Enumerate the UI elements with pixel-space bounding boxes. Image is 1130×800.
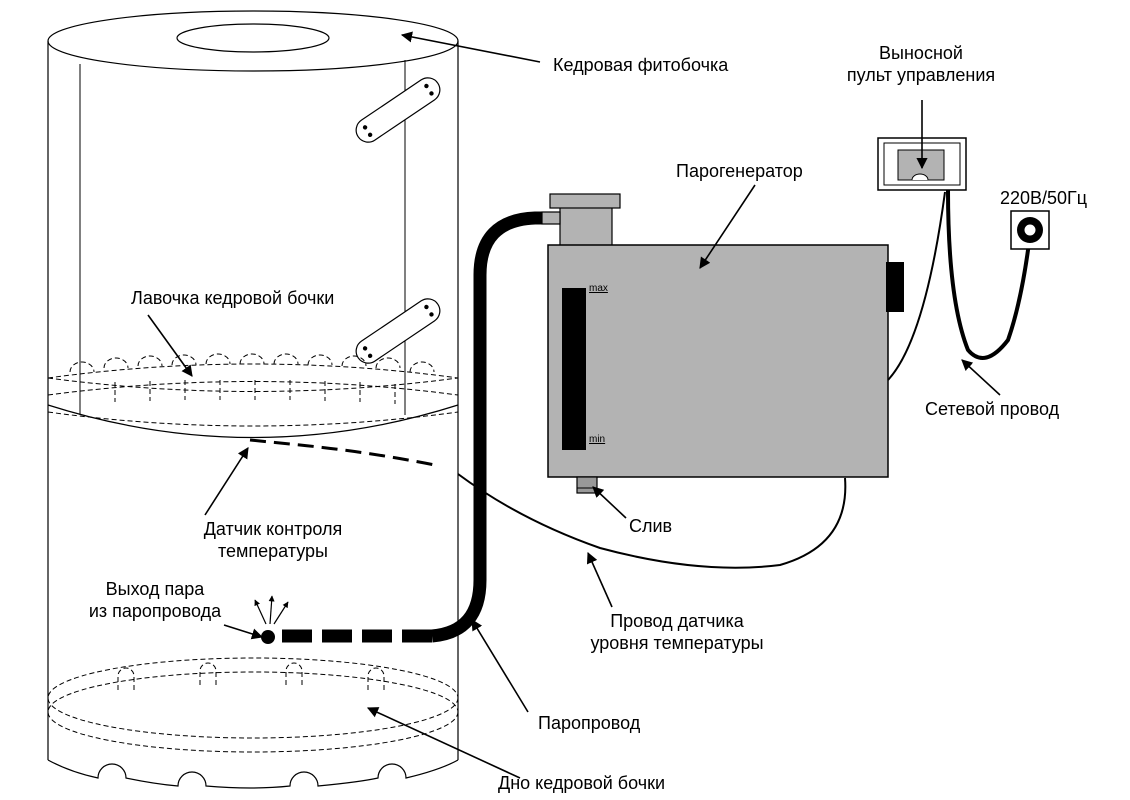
label-remote: Выносной пульт управления bbox=[836, 42, 1006, 86]
generator-body bbox=[547, 244, 889, 478]
arrow-barrel bbox=[400, 31, 541, 63]
barrel-top-rim bbox=[47, 10, 459, 72]
barrel-handle-lower bbox=[355, 298, 441, 364]
barrel-mid-edge bbox=[47, 404, 459, 439]
sensor-wire bbox=[457, 473, 847, 569]
generator-outlet-neck bbox=[559, 205, 613, 249]
steam-pipe bbox=[431, 211, 552, 643]
gauge-min-label: min bbox=[589, 434, 606, 445]
power-cord bbox=[946, 189, 1032, 360]
label-sensor: Датчик контроля температуры bbox=[178, 518, 368, 562]
drain-valve bbox=[576, 476, 598, 494]
arrow-sensor-wire bbox=[586, 551, 613, 608]
arrow-generator bbox=[699, 184, 756, 269]
label-sensor-wire-line1: Провод датчика bbox=[610, 611, 744, 631]
barrel-handle-upper bbox=[355, 77, 441, 143]
barrel-bottom-edge bbox=[47, 759, 459, 789]
label-power-spec: 220В/50Гц bbox=[1000, 188, 1088, 208]
label-steam-out: Выход пара из паропровода bbox=[70, 578, 240, 622]
label-steam-pipe: Паропровод bbox=[538, 713, 641, 733]
sensor-wire-dashed bbox=[249, 438, 441, 468]
arrow-steam-pipe bbox=[471, 619, 529, 713]
steam-outlet-dot bbox=[261, 630, 275, 644]
arrow-sensor bbox=[204, 447, 249, 516]
barrel-top-opening bbox=[176, 23, 330, 53]
label-bottom: Дно кедровой бочки bbox=[498, 773, 666, 793]
label-sensor-wire-line2: уровня температуры bbox=[590, 633, 764, 653]
label-steam-out-line1: Выход пара bbox=[105, 579, 205, 599]
generator-outlet-cap bbox=[549, 193, 621, 209]
label-steam-out-line2: из паропровода bbox=[88, 601, 222, 621]
label-generator: Парогенератор bbox=[676, 161, 803, 181]
label-remote-line1: Выносной bbox=[879, 43, 963, 63]
label-barrel: Кедровая фитобочка bbox=[553, 55, 729, 75]
arrow-bench bbox=[147, 314, 193, 377]
label-drain: Слив bbox=[629, 516, 673, 536]
label-remote-line2: пульт управления bbox=[846, 65, 996, 85]
label-power-cord: Сетевой провод bbox=[925, 399, 1060, 419]
arrow-bottom bbox=[366, 707, 521, 779]
barrel-bottom-dashed bbox=[47, 657, 459, 753]
steam-generator bbox=[541, 193, 904, 494]
bench-dashed bbox=[47, 353, 459, 427]
gauge-max-label: max bbox=[589, 283, 608, 294]
cedar-barrel bbox=[47, 10, 459, 760]
label-sensor-line2: температуры bbox=[217, 541, 328, 561]
label-bench: Лавочка кедровой бочки bbox=[131, 288, 335, 308]
water-level-gauge bbox=[562, 288, 586, 450]
steam-puff-arrows bbox=[254, 595, 289, 625]
arrow-power-cord bbox=[961, 359, 1001, 396]
label-sensor-line1: Датчик контроля bbox=[203, 519, 343, 539]
arrow-steam-out bbox=[223, 624, 264, 640]
generator-pipe-connector bbox=[541, 211, 561, 225]
power-socket bbox=[1010, 210, 1050, 250]
label-sensor-wire: Провод датчика уровня температуры bbox=[572, 610, 782, 654]
callout-arrows bbox=[147, 31, 1001, 779]
arrow-drain bbox=[592, 486, 627, 519]
generator-side-plug bbox=[886, 262, 904, 312]
remote-cable bbox=[887, 191, 946, 381]
